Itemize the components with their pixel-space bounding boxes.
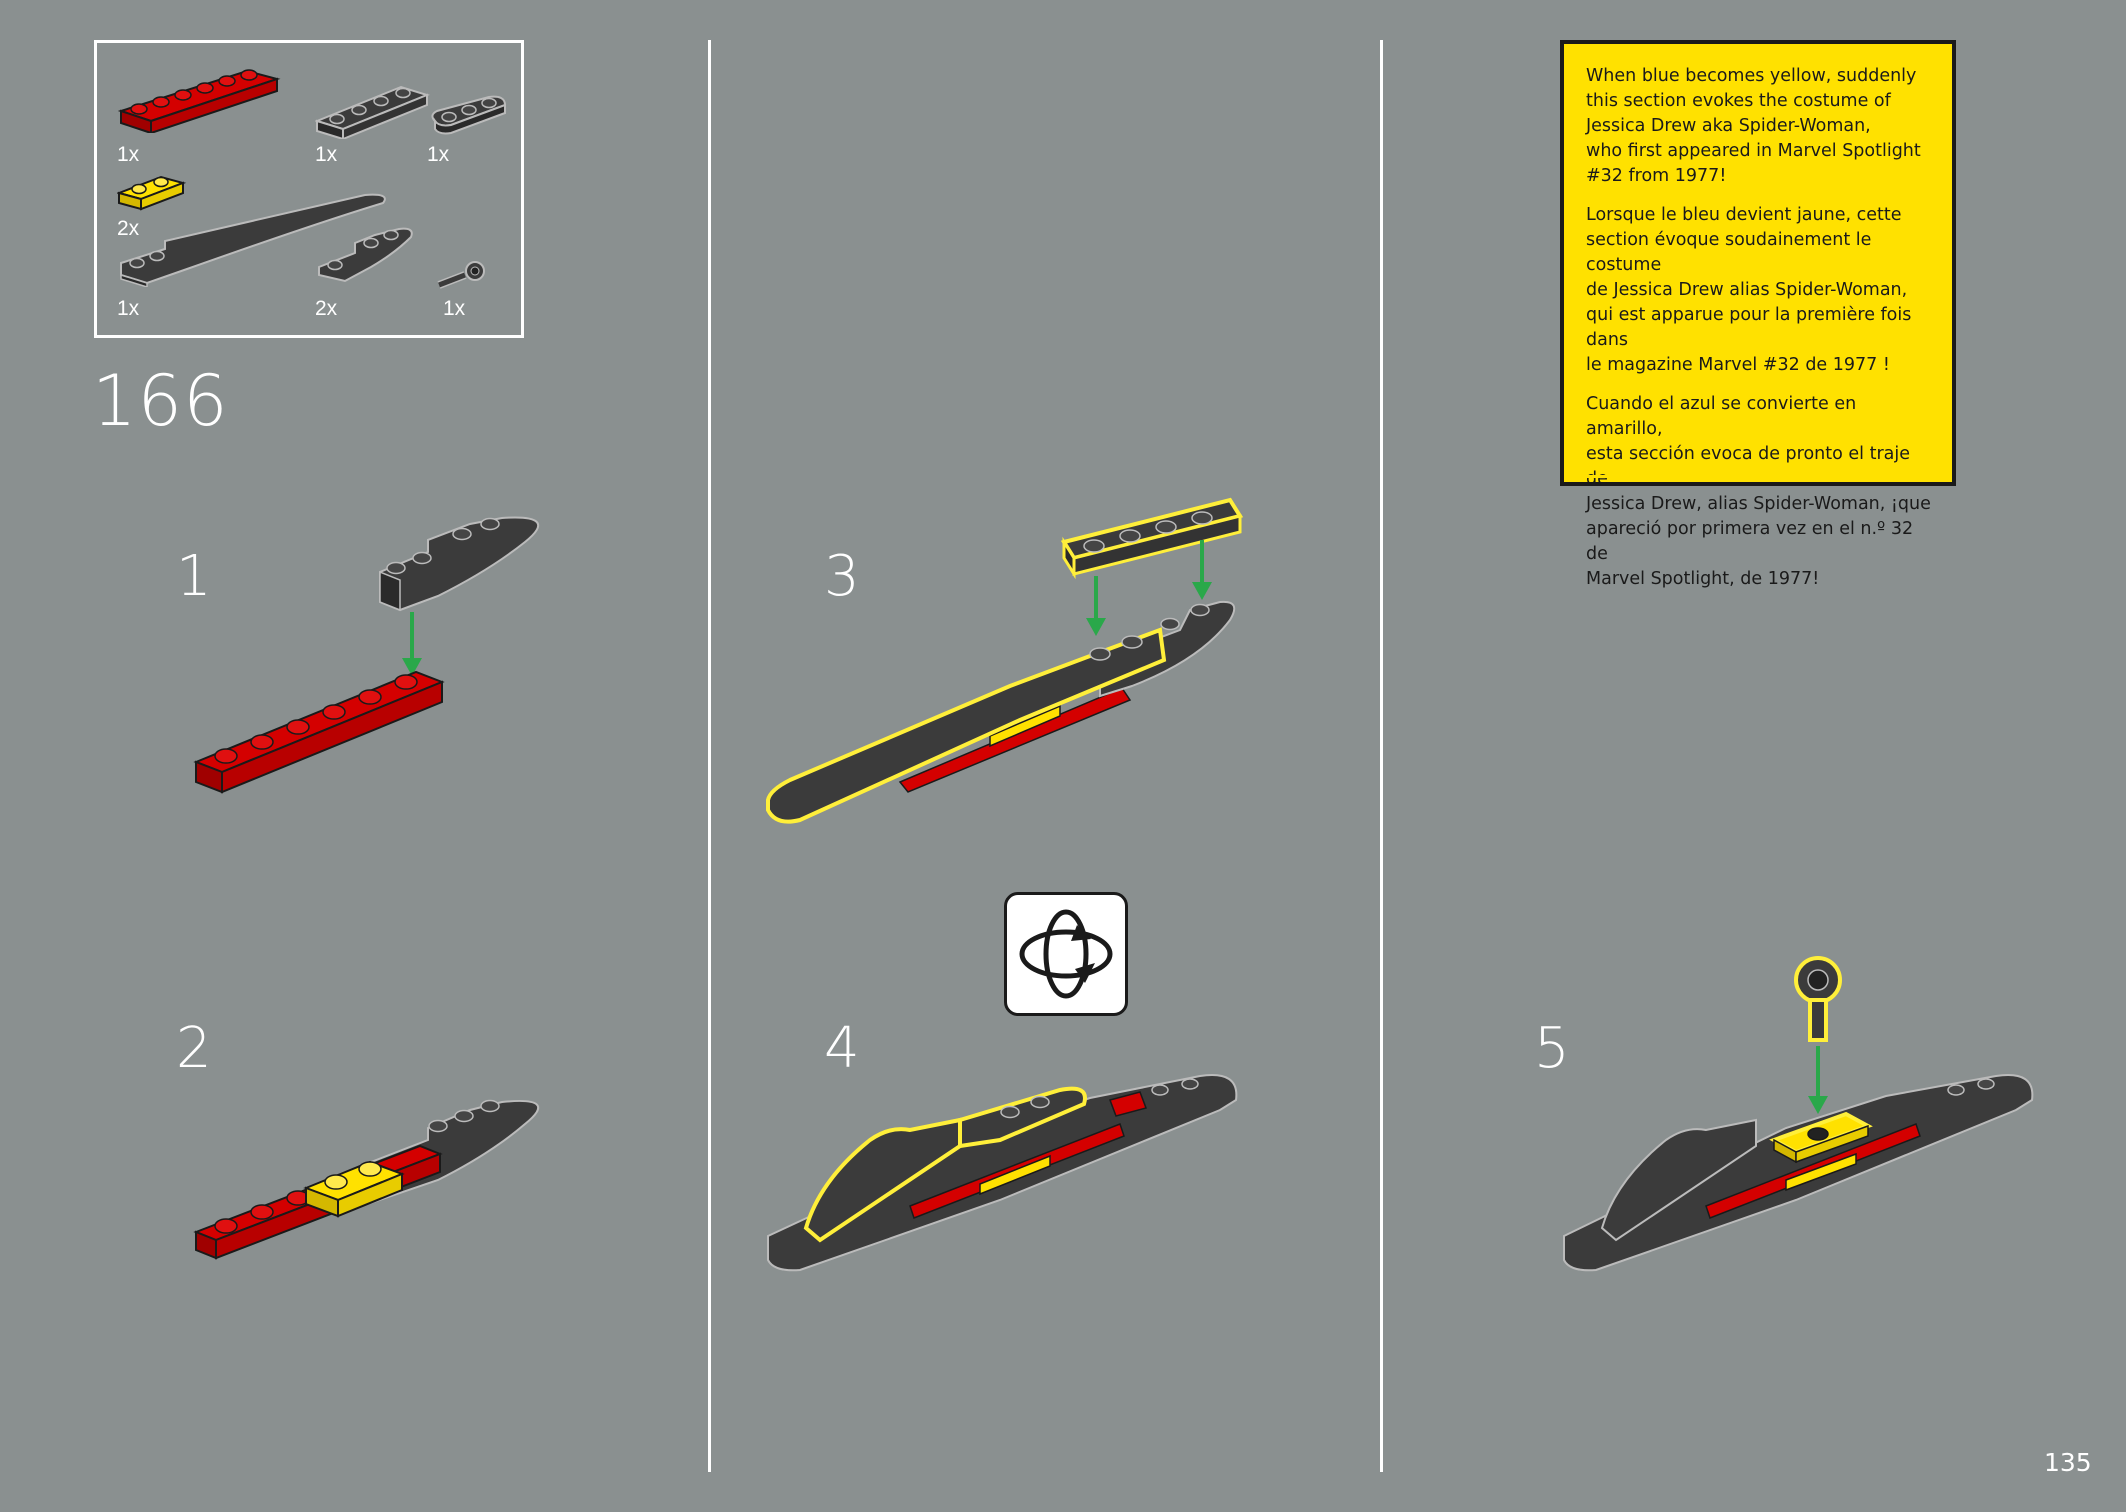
column-divider-left [708,40,711,1472]
rotate-model-icon [1004,892,1128,1016]
substep-number-2: 2 [176,1016,212,1081]
qty-grey-plate: 1x [315,143,338,166]
qty-long-slope: 1x [117,297,140,320]
qty-yellow-plate: 2x [117,217,140,240]
main-step-number: 166 [92,360,229,442]
dark-grey-curved-slope-short-icon [318,227,413,283]
qty-rounded-plate: 1x [427,143,450,166]
step-5-illustration [1563,956,2034,1272]
dark-grey-plate-1x4-icon [315,85,430,139]
substep-number-1: 1 [176,544,212,609]
qty-red-plate: 1x [117,143,140,166]
step-3-illustration [766,497,1244,824]
dark-grey-bar-holder-clip-icon [437,261,485,289]
dark-grey-plate-rounded-icon [431,95,507,135]
dark-grey-curved-slope-long-icon [120,193,386,287]
red-plate-1x6-icon [117,69,281,133]
step-1-illustration [193,516,539,794]
step-4-illustration [767,1074,1238,1272]
info-text-english: When blue becomes yellow, suddenly this … [1586,66,1921,186]
qty-bar-holder: 1x [443,297,466,320]
info-text-french: Lorsque le bleu devient jaune, cette sec… [1586,205,1912,375]
substep-number-3: 3 [824,544,860,609]
qty-short-slope: 2x [315,297,338,320]
parts-list-box: 1x 1x 1x 2x 1x [94,40,524,338]
substep-number-5: 5 [1534,1016,1570,1081]
page-number: 135 [2044,1448,2092,1477]
column-divider-right [1380,40,1383,1472]
info-text-spanish: Cuando el azul se convierte en amarillo,… [1586,394,1931,589]
yellow-plate-1x2-icon [117,175,187,211]
substep-number-4: 4 [824,1016,860,1081]
step-2-illustration [193,1099,539,1260]
info-box-spider-woman: When blue becomes yellow, suddenly this … [1560,40,1956,589]
